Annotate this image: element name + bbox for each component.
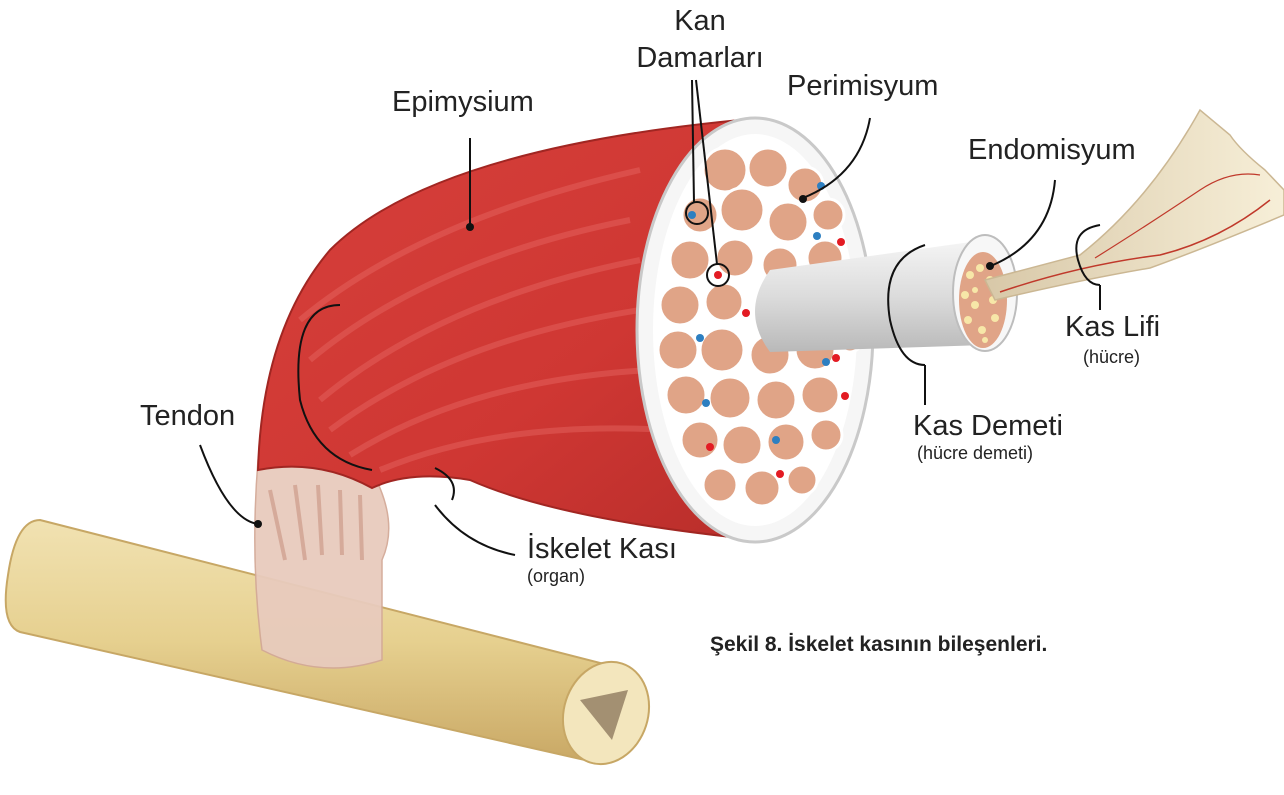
label-tendon: Tendon — [140, 402, 235, 431]
label-perimisyum: Perimisyum — [787, 72, 938, 101]
label-kas-demeti-sub: (hücre demeti) — [917, 444, 1033, 462]
label-endomisyum: Endomisyum — [968, 136, 1136, 165]
label-damarlari: Damarları — [620, 44, 780, 73]
label-iskelet-kasi: İskelet Kası — [527, 535, 677, 564]
label-kas-lifi-sub: (hücre) — [1083, 348, 1140, 366]
label-kas-lifi: Kas Lifi — [1065, 313, 1160, 342]
label-iskelet-kasi-sub: (organ) — [527, 567, 585, 585]
figure-caption: Şekil 8. İskelet kasının bileşenleri. — [710, 633, 1047, 657]
label-kan: Kan — [640, 7, 760, 36]
label-epimysium: Epimysium — [392, 88, 534, 117]
label-kas-demeti: Kas Demeti — [913, 412, 1063, 441]
